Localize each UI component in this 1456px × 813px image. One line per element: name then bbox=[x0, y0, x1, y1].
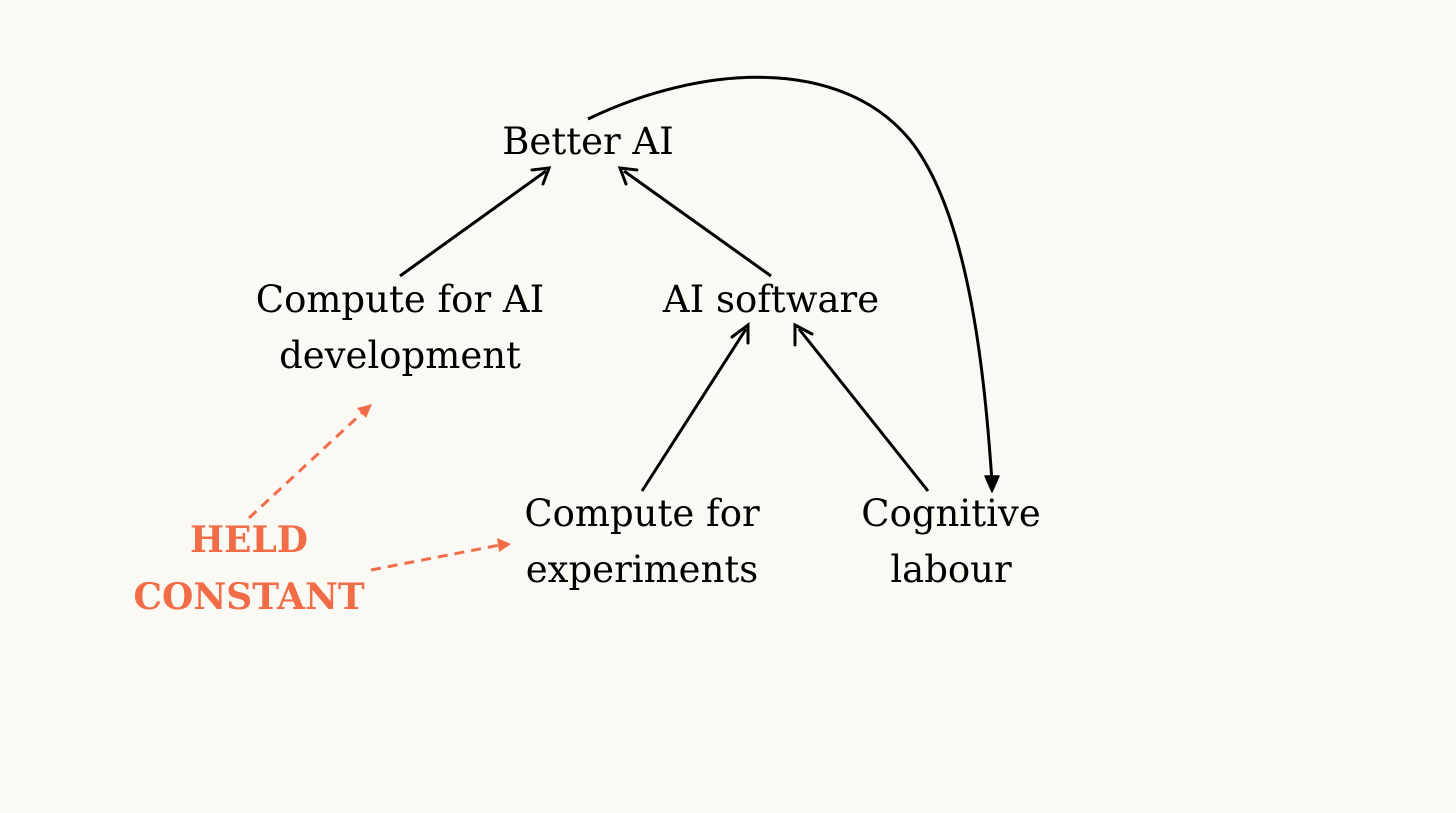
edge-better-ai-to-cognitive-labour bbox=[587, 75, 1000, 493]
node-cognitive-labour-line-2: labour bbox=[890, 548, 1012, 591]
node-ai-software: AI software bbox=[663, 272, 879, 328]
edge-held-constant-to-compute-dev bbox=[247, 404, 372, 520]
held-constant-line-2: CONSTANT bbox=[133, 576, 365, 618]
node-compute-for-ai-development: Compute for AI development bbox=[256, 272, 544, 384]
edge-ai-software-to-better-ai bbox=[617, 166, 772, 278]
node-ai-software-line-1: AI software bbox=[662, 278, 880, 321]
node-compute-exp-line-2: experiments bbox=[525, 548, 759, 591]
node-compute-exp-line-1: Compute for bbox=[524, 492, 760, 535]
node-compute-dev-line-1: Compute for AI bbox=[255, 278, 545, 321]
edge-cognitive-labour-to-ai-software bbox=[793, 322, 930, 492]
held-constant-line-1: HELD bbox=[190, 519, 308, 561]
held-constant-annotation: HELD CONSTANT bbox=[133, 512, 364, 626]
node-better-ai-line-1: Better AI bbox=[502, 120, 674, 163]
node-compute-dev-line-2: development bbox=[279, 334, 521, 377]
node-cognitive-labour-line-1: Cognitive bbox=[861, 492, 1041, 535]
edge-compute-exp-to-ai-software bbox=[640, 322, 750, 492]
node-compute-for-experiments: Compute for experiments bbox=[524, 486, 759, 598]
node-better-ai: Better AI bbox=[502, 114, 674, 170]
node-cognitive-labour: Cognitive labour bbox=[861, 486, 1040, 598]
edge-held-constant-to-compute-exp bbox=[370, 538, 511, 572]
edge-compute-dev-to-better-ai bbox=[399, 166, 552, 278]
